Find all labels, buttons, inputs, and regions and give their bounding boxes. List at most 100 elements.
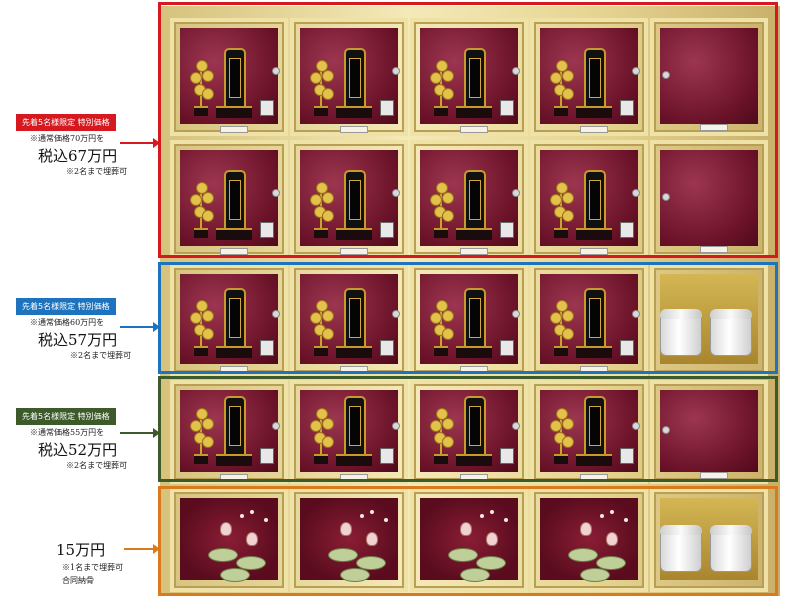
altar-stand <box>456 228 492 240</box>
petal-icon <box>490 510 494 514</box>
golden-lotus-icon <box>190 298 214 356</box>
compartment <box>170 488 288 592</box>
memorial-tablet-icon <box>464 48 486 112</box>
door-knob-icon <box>272 189 280 197</box>
name-plate <box>220 126 248 133</box>
lotus-leaf-icon <box>448 548 478 562</box>
lotus-flower-icon <box>460 522 472 536</box>
golden-lotus-icon <box>430 180 454 238</box>
golden-lotus-icon <box>550 180 574 238</box>
door-knob-icon <box>272 67 280 75</box>
door-knob-icon <box>272 310 280 318</box>
name-plate <box>460 126 488 133</box>
tier-frame-orange <box>158 486 778 596</box>
name-plate <box>340 126 368 133</box>
incense-burner-icon <box>260 100 274 116</box>
lotus-panel-door <box>300 498 398 582</box>
door-knob-icon <box>512 310 520 318</box>
name-plate <box>220 248 248 255</box>
petal-icon <box>624 518 628 522</box>
tier-label-green: 先着5名様限定 特別価格 ※通常価格55万円を 税込52万円 ※2名まで埋葬可 <box>16 404 127 471</box>
limited-offer-tag: 先着5名様限定 特別価格 <box>16 408 116 425</box>
golden-lotus-icon <box>550 406 574 464</box>
name-plate <box>700 124 728 131</box>
special-price: 税込57万円 <box>38 331 118 349</box>
name-plate <box>580 248 608 255</box>
compartment <box>650 380 768 484</box>
tier-frame-green <box>158 376 778 482</box>
lotus-flower-icon <box>486 532 498 546</box>
memorial-tablet-icon <box>224 170 246 234</box>
burial-capacity-note: ※2名まで埋葬可 <box>66 461 128 470</box>
door-knob-icon <box>392 67 400 75</box>
altar-stand <box>456 346 492 358</box>
door-knob-icon <box>272 422 280 430</box>
golden-lotus-icon <box>190 180 214 238</box>
compartment <box>530 488 648 592</box>
door-knob-icon <box>662 193 670 201</box>
altar-stand <box>576 106 612 118</box>
compartment <box>530 140 648 258</box>
altar-stand <box>216 346 252 358</box>
door-knob-icon <box>632 189 640 197</box>
altar-stand <box>216 454 252 466</box>
compartment <box>290 380 408 484</box>
burial-capacity-note: ※2名まで埋葬可 <box>70 351 132 360</box>
arrow-icon <box>124 544 160 554</box>
golden-lotus-icon <box>550 58 574 116</box>
memorial-tablet-icon <box>464 170 486 234</box>
compartment <box>650 488 768 592</box>
compartment <box>290 18 408 136</box>
incense-burner-icon <box>380 222 394 238</box>
lotus-flower-icon <box>246 532 258 546</box>
special-price: 税込52万円 <box>38 441 118 459</box>
compartment <box>530 380 648 484</box>
lotus-panel-door <box>420 498 518 582</box>
memorial-tablet-icon <box>224 288 246 352</box>
limited-offer-tag: 先着5名様限定 特別価格 <box>16 298 116 315</box>
golden-lotus-icon <box>550 298 574 356</box>
lotus-leaf-icon <box>328 548 358 562</box>
lotus-leaf-icon <box>580 568 610 582</box>
closed-door <box>660 28 758 124</box>
altar-stand <box>336 106 372 118</box>
petal-icon <box>264 518 268 522</box>
compartment <box>290 488 408 592</box>
memorial-tablet-icon <box>464 396 486 460</box>
door-knob-icon <box>512 422 520 430</box>
urn-icon <box>710 309 752 356</box>
compartment <box>170 380 288 484</box>
limited-offer-tag: 先着5名様限定 特別価格 <box>16 114 116 131</box>
special-price: 税込67万円 <box>38 147 118 165</box>
lotus-leaf-icon <box>220 568 250 582</box>
incense-burner-icon <box>380 340 394 356</box>
special-price: 15万円 <box>56 541 106 559</box>
petal-icon <box>504 518 508 522</box>
golden-lotus-icon <box>310 298 334 356</box>
incense-burner-icon <box>260 340 274 356</box>
incense-burner-icon <box>620 222 634 238</box>
compartment <box>650 264 768 376</box>
compartment <box>290 264 408 376</box>
incense-burner-icon <box>500 100 514 116</box>
door-knob-icon <box>662 71 670 79</box>
incense-burner-icon <box>260 222 274 238</box>
name-plate <box>700 246 728 253</box>
lotus-leaf-icon <box>236 556 266 570</box>
lotus-leaf-icon <box>568 548 598 562</box>
altar-stand <box>576 454 612 466</box>
memorial-tablet-icon <box>224 48 246 112</box>
petal-icon <box>240 514 244 518</box>
compartment <box>170 18 288 136</box>
lotus-panel-door <box>180 498 278 582</box>
arrow-icon <box>120 428 160 438</box>
compartment <box>410 488 528 592</box>
altar-stand <box>456 106 492 118</box>
golden-lotus-icon <box>430 58 454 116</box>
golden-lotus-icon <box>310 58 334 116</box>
urn-icon <box>660 525 702 572</box>
urn-icon <box>660 309 702 356</box>
altar-stand <box>336 228 372 240</box>
door-knob-icon <box>392 189 400 197</box>
tier-frame-red <box>158 2 778 258</box>
